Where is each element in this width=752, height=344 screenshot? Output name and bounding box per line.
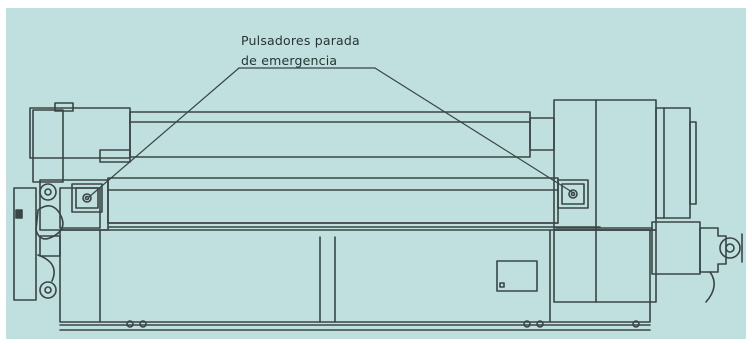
callout-leader-lines (88, 67, 573, 198)
emergency-stop-button-left (71, 183, 103, 213)
machine-base (59, 229, 651, 331)
callout-line-2: de emergencia (241, 53, 338, 68)
drive-motor (651, 107, 743, 303)
emergency-stop-button-right (557, 179, 589, 209)
left-end-frame (13, 102, 131, 301)
access-panel (496, 260, 538, 292)
callout-line-1: Pulsadores parada (241, 33, 360, 48)
background-panel (6, 8, 746, 339)
emergency-stop-callout-label: Pulsadores parada de emergencia (241, 31, 360, 71)
